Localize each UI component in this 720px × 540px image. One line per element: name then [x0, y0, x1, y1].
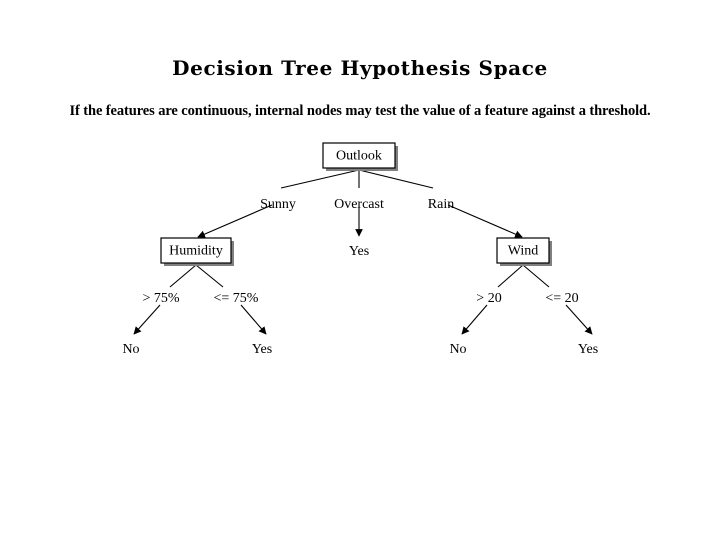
edge-humidity-gt75-lower — [133, 304, 161, 335]
edge-wind-le20-upper — [522, 264, 550, 288]
edge-humidity-le75-lower — [240, 304, 267, 335]
edge-label-rain: Rain — [428, 197, 454, 212]
edge-label-sunny: Sunny — [260, 197, 296, 212]
node-humidity-label: Humidity — [169, 244, 223, 259]
edge-outlook-rain-lower — [447, 204, 523, 238]
leaf-humidity-yes: Yes — [252, 342, 272, 357]
edge-outlook-sunny-upper — [280, 169, 360, 189]
edge-label-overcast: Overcast — [334, 197, 384, 212]
node-wind-label: Wind — [508, 244, 539, 259]
edge-humidity-gt75-upper — [169, 264, 197, 288]
node-wind[interactable]: Wind — [496, 237, 552, 266]
edge-wind-gt20-lower — [461, 304, 488, 335]
leaf-overcast-yes: Yes — [349, 244, 369, 259]
edge-humidity-le75-upper — [195, 264, 224, 288]
node-outlook[interactable]: Outlook — [322, 142, 398, 171]
edges-humidity — [133, 264, 267, 335]
leaf-humidity-no: No — [122, 342, 139, 357]
node-outlook-box — [322, 142, 396, 169]
node-outlook-label: Outlook — [336, 149, 382, 164]
leaf-wind-no: No — [449, 342, 466, 357]
node-humidity[interactable]: Humidity — [160, 237, 234, 266]
edge-label-wind-le20: <= 20 — [545, 291, 578, 306]
edges-wind — [461, 264, 593, 335]
edge-outlook-rain-upper — [358, 169, 434, 189]
edge-label-wind-gt20: > 20 — [476, 291, 501, 306]
node-humidity-box — [160, 237, 232, 264]
edge-label-humidity-gt75: > 75% — [142, 291, 179, 306]
edge-label-humidity-le75: <= 75% — [214, 291, 259, 306]
edges-level-1 — [197, 169, 523, 238]
slide-subtitle: If the features are continuous, internal… — [69, 103, 651, 119]
node-wind-box — [496, 237, 550, 264]
edge-wind-le20-lower — [565, 304, 593, 335]
page-title: Decision Tree Hypothesis Space — [172, 56, 548, 80]
leaf-wind-yes: Yes — [578, 342, 598, 357]
edge-outlook-sunny-lower — [197, 204, 273, 238]
edge-wind-gt20-upper — [497, 264, 524, 288]
